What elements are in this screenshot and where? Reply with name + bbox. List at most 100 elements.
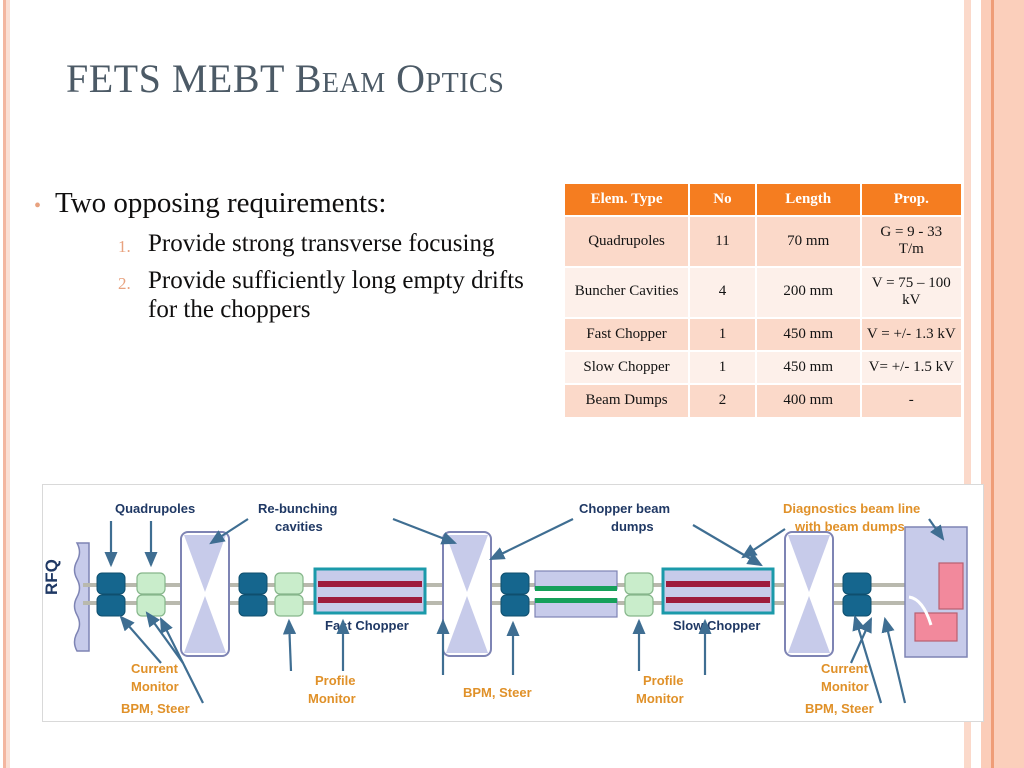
table-header-elem-type: Elem. Type <box>565 184 689 215</box>
label-profile-monitor-1-l2: Monitor <box>308 691 356 706</box>
table-row: Quadrupoles 11 70 mm G = 9 - 33 T/m <box>565 217 961 266</box>
label-chopper-dumps-l2: dumps <box>611 519 654 534</box>
rfq-label: RFQ <box>43 559 61 595</box>
cell-no: 11 <box>690 217 755 266</box>
cell-length: 450 mm <box>756 318 860 350</box>
rfq-plate <box>73 542 90 652</box>
cell-length: 400 mm <box>756 385 860 417</box>
quad-group-4 <box>274 572 304 617</box>
left-stripe-2 <box>6 0 10 768</box>
table-row: Fast Chopper 1 450 mm V = +/- 1.3 kV <box>565 318 961 350</box>
label-diagnostics-l1: Diagnostics beam line <box>783 501 920 516</box>
bullet-sub-text-2: Provide sufficiently long empty drifts f… <box>148 266 524 323</box>
cell-prop: - <box>861 385 961 417</box>
label-bpm-steer-2: BPM, Steer <box>463 685 532 700</box>
arrow-bpm-steer-3b <box>881 616 907 704</box>
page-title: FETS MEBT Beam Optics <box>66 56 505 101</box>
cell-type: Slow Chopper <box>565 351 689 384</box>
cell-length: 450 mm <box>756 351 860 384</box>
arrow-bpm-steer-3 <box>852 614 883 704</box>
chopper-beam-dump-1 <box>534 570 618 618</box>
label-fast-chopper: Fast Chopper <box>325 618 409 633</box>
label-quadrupoles: Quadrupoles <box>115 501 195 516</box>
label-chopper-dumps-l1: Chopper beam <box>579 501 670 516</box>
bullet-sub-text-1: Provide strong transverse focusing <box>148 229 495 257</box>
cell-prop: V = +/- 1.3 kV <box>861 318 961 350</box>
quad-group-2 <box>136 572 166 617</box>
bullet-dot-icon: • <box>34 195 42 217</box>
elements-table: Elem. Type No Length Prop. Quadrupoles 1… <box>563 182 963 419</box>
dump-connector-line <box>908 595 933 626</box>
cell-no: 2 <box>690 385 755 417</box>
label-profile-monitor-1-l1: Profile <box>315 673 355 688</box>
right-stripe-3 <box>981 0 991 768</box>
bullet-number-2: 2. <box>118 273 131 293</box>
cell-type: Beam Dumps <box>565 385 689 417</box>
table-header-length: Length <box>756 184 860 215</box>
label-bpm-steer-1: BPM, Steer <box>121 701 190 716</box>
right-stripe-4 <box>991 0 994 768</box>
cell-prop: V= +/- 1.5 kV <box>861 351 961 384</box>
right-edge-decoration <box>964 0 1024 768</box>
cell-type: Fast Chopper <box>565 318 689 350</box>
label-rebunching-line1: Re-bunching <box>258 501 337 516</box>
beam-dump-pink-2 <box>914 612 958 642</box>
quad-group-6 <box>624 572 654 617</box>
table-header-no: No <box>690 184 755 215</box>
label-bpm-steer-3: BPM, Steer <box>805 701 874 716</box>
left-stripe-1 <box>3 0 6 768</box>
arrow-chopper-dump-2 <box>692 524 763 567</box>
table-row: Beam Dumps 2 400 mm - <box>565 385 961 417</box>
label-diagnostics-l2: with beam dumps <box>794 519 905 534</box>
diagnostics-beam-line-box <box>904 526 968 658</box>
arrow-rebunching-3 <box>741 528 786 559</box>
bullet-main-text: Two opposing requirements: <box>55 187 387 219</box>
label-slow-chopper: Slow Chopper <box>673 618 760 633</box>
label-current-monitor-1-l2: Monitor <box>131 679 179 694</box>
rebunching-cavity-3 <box>784 531 834 657</box>
cell-length: 200 mm <box>756 267 860 317</box>
cell-no: 4 <box>690 267 755 317</box>
cell-no: 1 <box>690 318 755 350</box>
arrow-profile-monitor-1 <box>282 618 297 672</box>
quad-group-7 <box>842 572 872 617</box>
table-header-row: Elem. Type No Length Prop. <box>565 184 961 215</box>
rebunching-cavity-2 <box>442 531 492 657</box>
arrow-diagnostics <box>928 518 945 541</box>
arrow-rebunching-2 <box>392 517 458 545</box>
cell-length: 70 mm <box>756 217 860 266</box>
arrow-bpm-steer-1b <box>160 617 204 704</box>
arrow-current-monitor-1 <box>119 615 162 664</box>
rebunching-cavity-1 <box>180 531 230 657</box>
quad-group-5 <box>500 572 530 617</box>
cell-prop: G = 9 - 33 T/m <box>861 217 961 266</box>
cell-type: Buncher Cavities <box>565 267 689 317</box>
bullet-item-main: • Two opposing requirements: <box>26 186 546 221</box>
quad-group-3 <box>238 572 268 617</box>
fast-chopper-element <box>313 567 427 615</box>
table-row: Slow Chopper 1 450 mm V= +/- 1.5 kV <box>565 351 961 384</box>
label-rebunching-line2: cavities <box>275 519 323 534</box>
cell-type: Quadrupoles <box>565 217 689 266</box>
label-current-monitor-2-l2: Monitor <box>821 679 869 694</box>
cell-no: 1 <box>690 351 755 384</box>
arrow-chopper-dump-1 <box>489 518 574 560</box>
label-profile-monitor-2-l2: Monitor <box>636 691 684 706</box>
bullet-item-sub-1: 1. Provide strong transverse focusing <box>118 229 546 258</box>
arrow-bpm-steer-1 <box>145 611 184 664</box>
right-stripe-1 <box>964 0 971 768</box>
bullet-item-sub-2: 2. Provide sufficiently long empty drift… <box>118 266 546 324</box>
left-edge-decoration <box>0 0 12 768</box>
slow-chopper-element <box>661 567 775 615</box>
label-current-monitor-1-l1: Current <box>131 661 179 676</box>
table-row: Buncher Cavities 4 200 mm V = 75 – 100 k… <box>565 267 961 317</box>
mebt-beamline-diagram: .bl{stroke:#b9b9ae;stroke-width:4;} .qd{… <box>42 484 984 722</box>
label-profile-monitor-2-l1: Profile <box>643 673 683 688</box>
arrow-rebunching-1 <box>209 518 249 545</box>
right-stripe-2 <box>971 0 981 768</box>
arrow-current-monitor-2 <box>849 616 873 664</box>
bullet-list: • Two opposing requirements: 1. Provide … <box>26 186 546 324</box>
table-header-prop: Prop. <box>861 184 961 215</box>
beam-dump-pink-1 <box>938 562 964 610</box>
label-current-monitor-2-l1: Current <box>821 661 869 676</box>
